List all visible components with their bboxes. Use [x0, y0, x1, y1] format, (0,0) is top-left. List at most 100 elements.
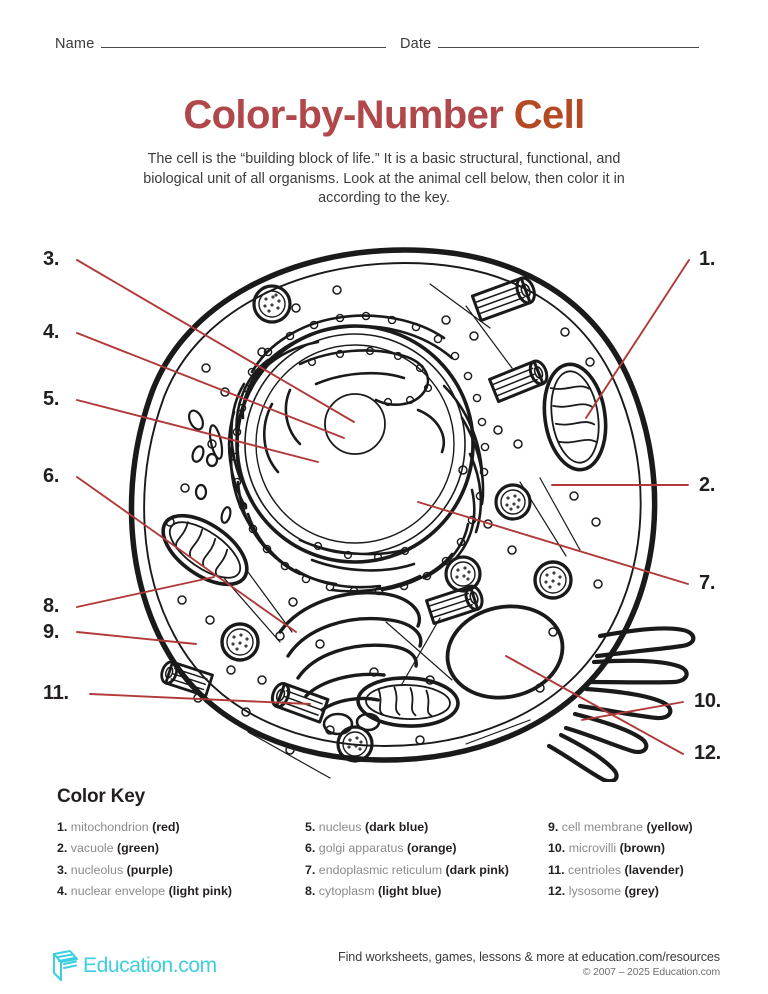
page-title-accent: Cell: [513, 93, 586, 137]
cell-diagram-svg: [76, 247, 696, 782]
key-organelle: golgi apparatus: [318, 841, 404, 856]
name-input-rule[interactable]: [101, 36, 386, 48]
key-organelle: nucleus: [318, 820, 362, 834]
centrioles-shape: [160, 276, 549, 724]
color-key-column-3: 9. cell membrane (yellow) 10. microvilli…: [548, 817, 717, 902]
key-color: (purple): [126, 862, 173, 877]
key-color: (brown): [619, 841, 666, 856]
callout-number-1-top: 1.: [699, 248, 716, 270]
key-color: (green): [116, 841, 159, 856]
key-organelle: vacuole: [70, 841, 114, 856]
callout-number-9: 9.: [43, 621, 60, 643]
cytoplasm-specks: [165, 285, 603, 755]
small-vesicles: [188, 409, 232, 524]
footer-tagline: Find worksheets, games, lessons & more a…: [338, 950, 720, 964]
callout-number-7: 7.: [699, 572, 716, 594]
key-color: (yellow): [646, 820, 693, 834]
ribosome-dots: [230, 311, 490, 596]
key-organelle: nuclear envelope: [70, 883, 166, 898]
color-key-item: 6. golgi apparatus (orange): [305, 838, 548, 859]
callout-number-11: 11.: [43, 682, 69, 704]
key-organelle: endoplasmic reticulum: [318, 862, 443, 877]
color-key-item: 8. cytoplasm (light blue): [305, 881, 548, 902]
key-color: (light blue): [378, 883, 442, 898]
page-subtitle: The cell is the “building block of life.…: [143, 151, 625, 206]
color-key-item: 1. mitochondrion (red): [57, 817, 305, 838]
key-color: (lavender): [624, 862, 684, 877]
key-organelle: centrioles: [568, 862, 622, 877]
page-title: Color-by-Number Cell: [0, 95, 768, 135]
leader-line-3: [76, 259, 355, 423]
page-footer: Education.com Find worksheets, games, le…: [0, 944, 768, 994]
leader-line-5: [76, 399, 319, 463]
notebook-pencil-icon: [53, 950, 78, 981]
key-organelle: nucleolus: [70, 862, 124, 877]
nucleolus-shape: [324, 393, 386, 455]
key-organelle: lysosome: [568, 883, 622, 898]
name-label: Name: [55, 36, 95, 52]
leader-line-9: [76, 631, 197, 645]
microvilli-shape: [546, 626, 696, 782]
footer-text-block: Find worksheets, games, lessons & more a…: [338, 950, 720, 978]
color-key-item: 5. nucleus (dark blue): [305, 817, 548, 838]
mitochondrion-shape: [161, 362, 608, 728]
key-color: (grey): [624, 883, 659, 898]
key-color: (dark pink): [445, 862, 509, 877]
leader-line-8: [76, 576, 215, 608]
key-color: (light pink): [168, 883, 232, 898]
color-key-columns: 1. mitochondrion (red) 2. vacuole (green…: [57, 817, 717, 902]
color-key-column-1: 1. mitochondrion (red) 2. vacuole (green…: [57, 817, 305, 902]
key-color: (orange): [406, 841, 457, 856]
key-number: 7.: [305, 862, 316, 877]
leader-line-10: [581, 701, 684, 721]
callout-number-2: 2.: [699, 474, 716, 496]
cell-membrane-shape: [128, 247, 658, 763]
color-key-item: 12. lysosome (grey): [548, 881, 717, 902]
key-number: 2.: [57, 841, 68, 856]
key-number: 8.: [305, 883, 316, 898]
leader-line-1: [585, 259, 690, 419]
key-color: (red): [152, 820, 180, 834]
leader-line-6: [76, 476, 297, 633]
date-label: Date: [400, 36, 432, 52]
golgi-apparatus-shape: [278, 591, 423, 712]
vacuole-shape: [220, 284, 573, 763]
key-organelle: mitochondrion: [70, 820, 149, 834]
color-key-column-2: 5. nucleus (dark blue) 6. golgi apparatu…: [305, 817, 548, 902]
date-input-rule[interactable]: [438, 36, 699, 48]
key-number: 4.: [57, 883, 68, 898]
leader-lines: [76, 259, 690, 755]
callout-number-12: 12.: [694, 742, 721, 764]
page-title-main: Color-by-Number: [183, 93, 514, 137]
key-number: 5.: [305, 820, 316, 834]
color-key-section: Color Key 1. mitochondrion (red) 2. vacu…: [57, 786, 717, 902]
name-field-group: Name: [55, 36, 400, 52]
callout-number-4: 4.: [43, 321, 60, 343]
leader-line-4: [76, 332, 345, 439]
key-number: 11.: [548, 862, 565, 877]
key-organelle: cytoplasm: [318, 883, 375, 898]
key-number: 1.: [57, 820, 68, 834]
key-color: (dark blue): [364, 820, 429, 834]
key-number: 3.: [57, 862, 68, 877]
color-key-item: 2. vacuole (green): [57, 838, 305, 859]
callout-number-6: 6.: [43, 465, 60, 487]
leader-line-12: [505, 655, 684, 755]
color-key-item: 3. nucleolus (purple): [57, 860, 305, 881]
cell-diagram: 3. 4. 5. 6. 7. 8. 9. 10. 11. 12. 1. 2.: [0, 232, 768, 782]
key-number: 12.: [548, 883, 566, 898]
education-com-logo[interactable]: Education.com: [50, 950, 217, 982]
name-date-row: Name Date: [55, 36, 713, 52]
color-key-item: 10. microvilli (brown): [548, 838, 717, 859]
color-key-item: 9. cell membrane (yellow): [548, 817, 717, 838]
key-organelle: cell membrane: [561, 820, 644, 834]
key-number: 10.: [548, 841, 566, 856]
key-organelle: microvilli: [568, 841, 617, 856]
key-number: 9.: [548, 820, 559, 834]
callout-number-3: 3.: [43, 248, 60, 270]
color-key-heading: Color Key: [57, 786, 145, 807]
color-key-item: 4. nuclear envelope (light pink): [57, 881, 305, 902]
lysosome-shape: [445, 604, 565, 700]
leader-line-11: [89, 693, 311, 705]
callout-number-5: 5.: [43, 388, 60, 410]
